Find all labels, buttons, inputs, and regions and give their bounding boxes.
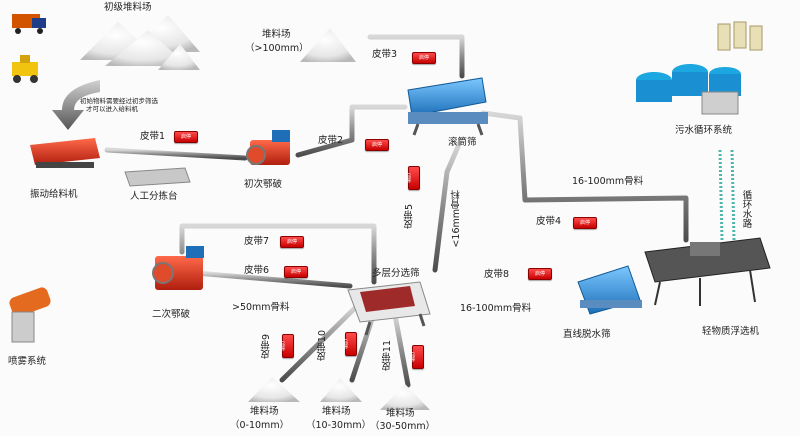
loader-icon: [12, 55, 38, 83]
belt-7-start-button[interactable]: 启停: [280, 236, 304, 248]
size-lt16-label: <16mm骨料: [451, 190, 462, 248]
water-return-label: 循环水路: [740, 190, 752, 228]
pile-10-30-size: （10-30mm）: [306, 420, 372, 431]
belt-3: [367, 34, 465, 79]
stockpile-0-10-icon: [248, 377, 300, 402]
pile-10-30-name: 堆料场: [322, 406, 351, 417]
feed-arrow: [52, 80, 100, 130]
belt-1-start-button[interactable]: 启停: [174, 131, 198, 143]
belt-10-start-button[interactable]: 启停: [342, 332, 357, 356]
multi-screen-label: 多层分选筛: [372, 268, 420, 279]
belt-5-start-button[interactable]: 启停: [405, 166, 420, 190]
dewatering-screen-icon: [577, 265, 642, 315]
trommel-screen-icon: [407, 77, 488, 136]
belt-5: [432, 139, 463, 273]
pre-screen-note-line-1: 初始物料需要经过初步筛选: [80, 97, 158, 105]
belt-9-start-button[interactable]: 启停: [279, 334, 294, 358]
stockpile-30-50-icon: [380, 384, 430, 410]
pile-0-10-size: （0-10mm）: [230, 420, 290, 431]
belt-11-label: 皮带11: [382, 340, 393, 372]
belt-8-label: 皮带8: [484, 269, 510, 280]
belt-11-start-button[interactable]: 启停: [409, 345, 424, 369]
secondary-crusher-label: 二次鄂破: [152, 309, 191, 320]
sorting-table-icon: [124, 167, 191, 187]
water-recycling-system-icon: [636, 21, 763, 115]
pile-30-50-size: （30-50mm）: [370, 421, 436, 432]
trommel-label: 滚筒筛: [448, 137, 477, 148]
dewatering-screen-label: 直线脱水筛: [563, 329, 611, 340]
water-recycling-label: 污水循环系统: [675, 125, 733, 136]
belt-3-start-button[interactable]: 启停: [412, 52, 436, 64]
vibrating-feeder-icon: [30, 138, 100, 168]
belt-5-label: 皮带5: [404, 204, 415, 230]
stockpile-10-30-icon: [320, 378, 362, 402]
belt-9: [279, 302, 361, 383]
conveyor-lines: [104, 34, 689, 388]
spray-system-label: 喷雾系统: [8, 356, 47, 367]
sorting-table-label: 人工分拣台: [130, 191, 178, 202]
belt-2-label: 皮带2: [318, 135, 344, 146]
belt-to-water-screen: [480, 110, 689, 243]
primary-stockpile-label: 初级堆料场: [104, 2, 152, 13]
primary-crusher-label: 初次鄂破: [244, 179, 283, 190]
pile-30-50-name: 堆料场: [386, 408, 415, 419]
water-cycle-line: [718, 149, 736, 241]
size-16-100-top-label: 16-100mm骨料: [572, 176, 644, 187]
primary-stockpile-icon: [80, 15, 200, 70]
pre-screen-note: 初始物料需要经过初步筛选 才可以进入给料机: [80, 97, 158, 113]
primary-crusher-icon: [246, 130, 290, 165]
stockpile-large-size: （>100mm）: [245, 43, 309, 54]
spray-system-icon: [9, 287, 51, 343]
size-16-100-bottom-label: 16-100mm骨料: [460, 303, 532, 314]
belt-2: [295, 104, 408, 158]
belt-8-start-button[interactable]: 启停: [528, 268, 552, 280]
belt-1: [104, 147, 248, 161]
belt-6-start-button[interactable]: 启停: [284, 266, 308, 278]
secondary-crusher-icon: [152, 246, 204, 290]
stockpile-large-label: 堆料场: [262, 29, 291, 40]
belt-7: [179, 223, 377, 285]
flotation-machine-icon: [644, 237, 771, 306]
multi-layer-screen-icon: [347, 281, 431, 336]
stockpile-large-icon: [300, 28, 356, 62]
pile-0-10-name: 堆料场: [250, 406, 279, 417]
belt-2-start-button[interactable]: 启停: [365, 139, 389, 151]
belt-4-start-button[interactable]: 启停: [573, 217, 597, 229]
size-gt50-label: >50mm骨料: [232, 302, 290, 313]
vibrating-feeder-label: 振动给料机: [30, 189, 78, 200]
belt-6-label: 皮带6: [244, 265, 270, 276]
truck-icon: [12, 14, 46, 34]
belt-7-label: 皮带7: [244, 236, 270, 247]
pre-screen-note-line-2: 才可以进入给料机: [86, 105, 138, 114]
belt-4-label: 皮带4: [536, 216, 562, 227]
flotation-label: 轻物质浮选机: [702, 326, 760, 337]
belt-6: [193, 270, 353, 289]
belt-10-label: 皮带10: [317, 330, 328, 362]
belt-10: [349, 307, 378, 383]
belt-1-label: 皮带1: [140, 131, 166, 142]
belt-3-label: 皮带3: [372, 49, 398, 60]
belt-11: [392, 312, 411, 388]
